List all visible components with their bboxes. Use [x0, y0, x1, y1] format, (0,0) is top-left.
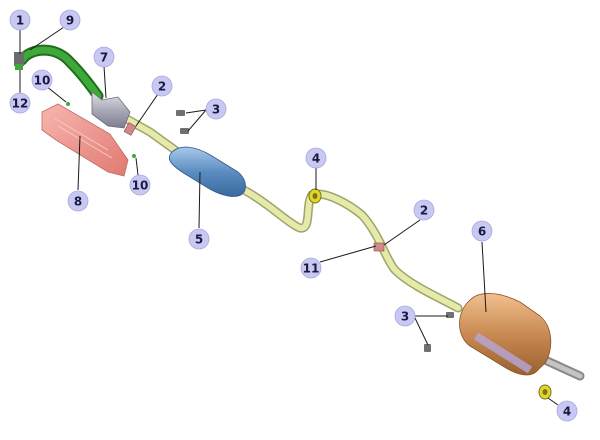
clamp: [373, 242, 385, 252]
callout-6: 6: [471, 220, 493, 242]
callout-label: 6: [478, 225, 486, 239]
callout-label: 12: [12, 97, 29, 111]
callout-label: 2: [420, 204, 428, 218]
catalytic-converter: [91, 91, 131, 129]
callout-label: 7: [100, 51, 108, 65]
hanger-rubber: [308, 188, 322, 204]
callout-label: 3: [212, 103, 220, 117]
callout-1: 1: [9, 9, 31, 31]
callout-4: 4: [305, 147, 327, 169]
callout-2: 2: [413, 199, 435, 221]
callout-9: 9: [59, 9, 81, 31]
callout-label: 9: [66, 14, 74, 28]
callout-label: 4: [563, 405, 571, 419]
callout-label: 10: [132, 179, 149, 193]
callout-label: 1: [16, 14, 24, 28]
heat-shield: [41, 103, 129, 177]
callout-label: 8: [74, 195, 82, 209]
callout-4: 4: [556, 400, 578, 422]
callout-3: 3: [394, 305, 416, 327]
hanger-rubber: [538, 384, 552, 400]
rear-muffler: [459, 293, 552, 376]
callout-8: 8: [67, 190, 89, 212]
callout-label: 10: [34, 74, 51, 88]
clamp: [123, 122, 137, 136]
gasket: [15, 64, 23, 70]
callout-7: 7: [93, 46, 115, 68]
callout-label: 3: [401, 310, 409, 324]
callout-5: 5: [188, 228, 210, 250]
callout-12: 12: [9, 92, 31, 114]
callout-label: 5: [195, 233, 203, 247]
middle-muffler: [168, 146, 246, 197]
callout-label: 2: [158, 80, 166, 94]
leader-lines: [19, 26, 559, 406]
callout-10: 10: [31, 69, 53, 91]
exhaust-pipe: [120, 113, 585, 381]
callout-2: 2: [151, 75, 173, 97]
callout-10: 10: [129, 174, 151, 196]
screw: [66, 102, 136, 158]
callout-3: 3: [205, 98, 227, 120]
callout-label: 11: [303, 262, 320, 276]
callout-11: 11: [300, 257, 322, 279]
flex-pipe: [14, 44, 104, 102]
flange: [14, 52, 24, 66]
callout-label: 4: [312, 152, 320, 166]
